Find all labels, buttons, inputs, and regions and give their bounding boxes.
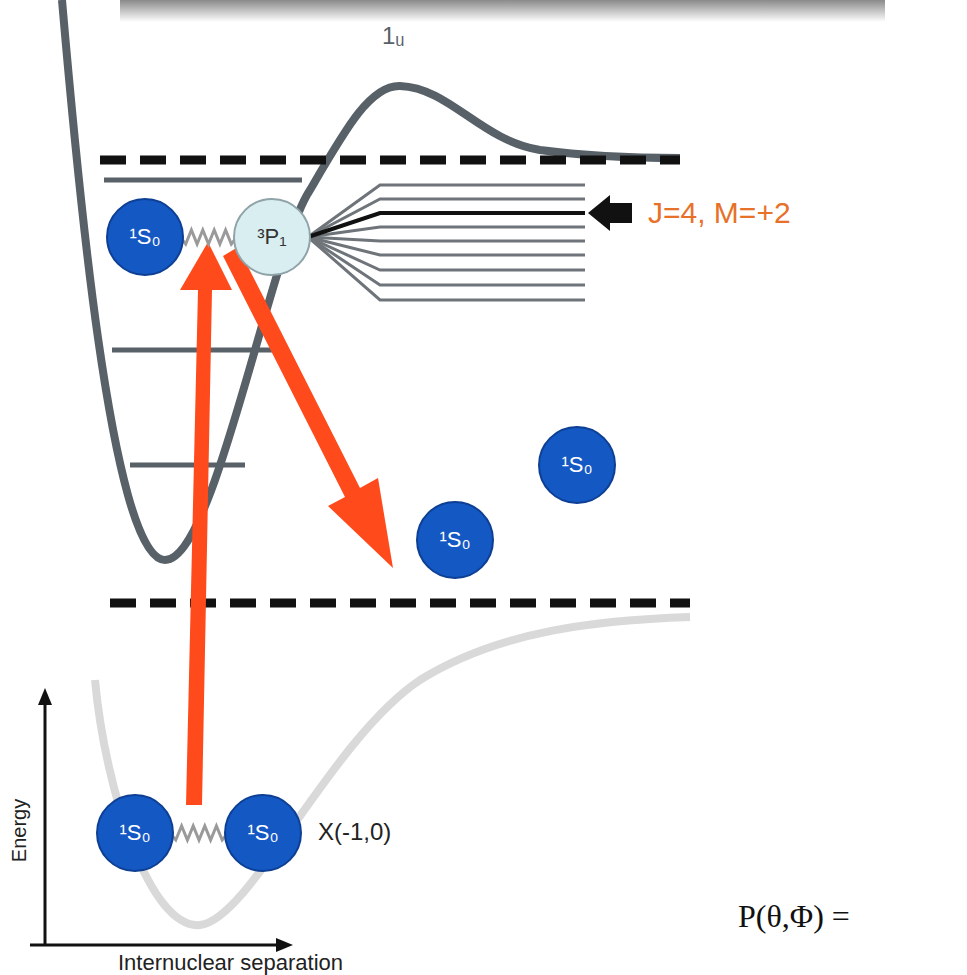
- pointer-arrow: [588, 195, 632, 231]
- formula: P(θ,Φ) =: [738, 898, 850, 935]
- ground-potential: [95, 617, 690, 925]
- state-label: 1ᵤ: [382, 22, 405, 50]
- quantum-numbers: J=4, M=+2: [648, 196, 791, 230]
- atom-circle: ¹S₀: [416, 501, 494, 579]
- vibrational-level: [130, 463, 245, 468]
- top-bar: [120, 0, 885, 22]
- axis-label: Energy: [8, 798, 31, 861]
- axis-label: Internuclear separation: [118, 950, 343, 975]
- selected-level: [308, 213, 585, 237]
- atom-label: ¹S₀: [439, 527, 470, 553]
- vibrational-level: [112, 348, 278, 353]
- atom-label: ³P₁: [257, 224, 286, 250]
- atom-circle: ¹S₀: [106, 198, 184, 276]
- atom-label: ¹S₀: [247, 820, 278, 846]
- atom-circle: ¹S₀: [538, 426, 616, 504]
- bond-spring: [170, 826, 228, 840]
- excited-potential: [62, 0, 680, 560]
- atom-label: ¹S₀: [561, 452, 592, 478]
- dashed-asymptote: [100, 156, 680, 165]
- bond-spring: [180, 230, 237, 244]
- atom-circle: ¹S₀: [224, 794, 302, 872]
- state-label: X(-1,0): [318, 818, 391, 846]
- atom-circle: ¹S₀: [96, 794, 174, 872]
- photon-arrows: [180, 242, 393, 805]
- level-fan: [308, 185, 585, 300]
- atom-label: ¹S₀: [119, 820, 150, 846]
- atom-circle: ³P₁: [233, 198, 311, 276]
- atom-label: ¹S₀: [129, 224, 160, 250]
- axes: [30, 688, 293, 952]
- vibrational-level: [104, 178, 302, 183]
